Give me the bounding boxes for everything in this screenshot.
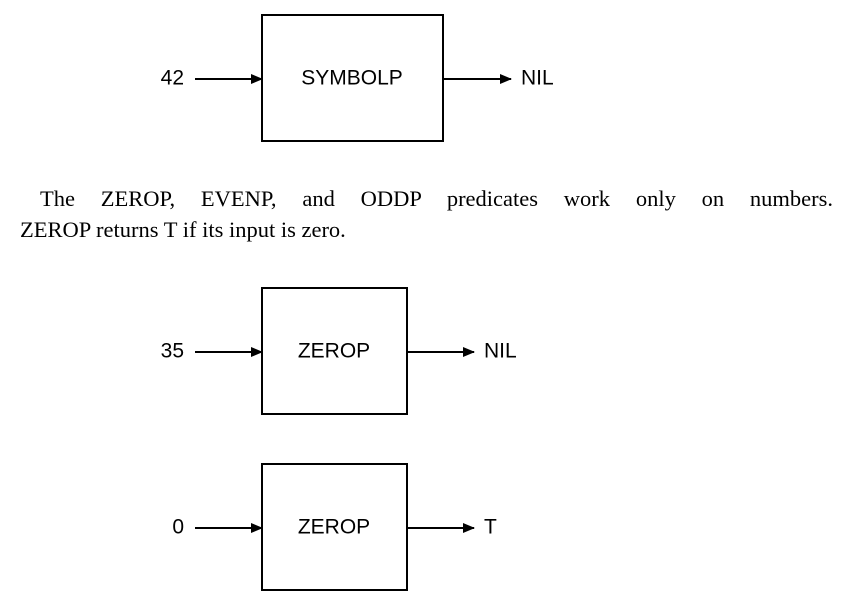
input-value: 42 — [161, 67, 184, 90]
input-value: 0 — [172, 516, 184, 539]
function-name: SYMBOLP — [301, 67, 403, 90]
diagram-zerop-0: 0 ZEROP T — [172, 463, 497, 591]
diagram-symbolp-42: 42 SYMBOLP NIL — [161, 14, 554, 142]
output-value: T — [484, 516, 497, 539]
function-name: ZEROP — [298, 340, 370, 363]
function-name: ZEROP — [298, 516, 370, 539]
paragraph-line-2: ZEROP returns T if its input is zero. — [20, 217, 346, 242]
predicate-description: The ZEROP, EVENP, and ODDP predicates wo… — [20, 183, 833, 245]
output-value: NIL — [521, 67, 554, 90]
output-value: NIL — [484, 340, 517, 363]
paragraph-line-1: The ZEROP, EVENP, and ODDP predicates wo… — [40, 186, 833, 211]
diagram-zerop-35: 35 ZEROP NIL — [161, 287, 517, 415]
input-value: 35 — [161, 340, 184, 363]
